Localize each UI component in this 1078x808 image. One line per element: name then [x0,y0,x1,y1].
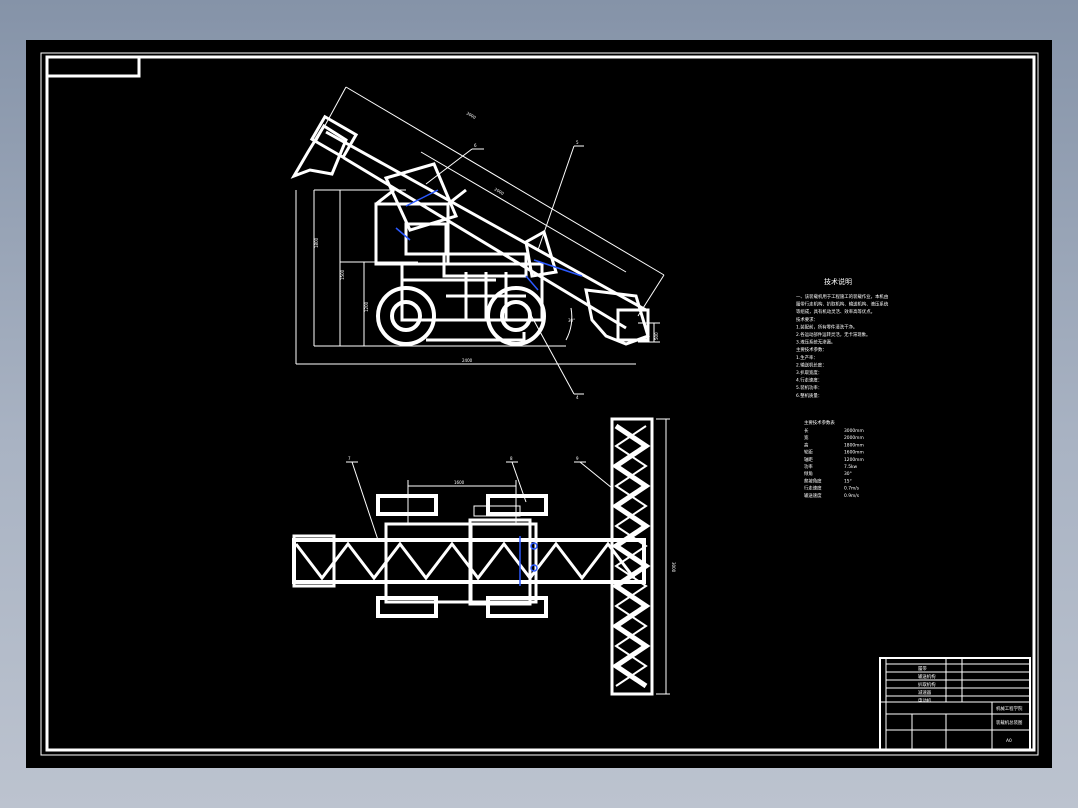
note-line: 2.各运动部件运转灵活，无卡滞现象。 [796,331,870,338]
part-name: 履带 [918,666,927,672]
param-name: 爬坡角度 [804,477,822,484]
note-line: 一、该装载机用于工程施工的装载作业，本机由 [796,293,888,300]
callout-9: 9 [576,456,579,461]
param-value: 2000mm [844,435,864,441]
param-name: 高 [804,441,809,448]
outer-frame [40,52,1039,756]
param-name: 轴距 [804,456,813,463]
dim-top-0: 1600 [454,480,465,485]
param-value: 1800mm [844,442,864,448]
dim-side-5: 2400 [462,358,473,363]
note-line: 1.生产率： [796,354,818,361]
dim-side-3: 1500 [340,269,345,280]
dimension-labels: 3000 2000 1800 1500 1200 2400 30° 500 6 … [314,111,676,573]
param-name: 输送速度 [804,492,822,499]
technical-notes: 技术说明 一、该装载机用于工程施工的装载作业，本机由履带行走机构、扒取机构、输送… [796,277,889,499]
part-name: 扒取机构 [918,681,936,688]
note-line: 5.装机功率： [796,384,822,391]
param-value: 7.5kw [844,464,858,470]
callout-5: 5 [576,140,579,145]
dim-side-0: 3000 [466,111,478,121]
callout-4: 4 [576,395,579,400]
part-name: 输送机构 [918,673,936,680]
dim-top-1: 3000 [671,562,676,573]
school-name: 机械工程学院 [996,705,1023,712]
param-name: 宽 [804,434,809,441]
note-line: 等组成，具有机动灵活、效率高等优点。 [796,308,875,315]
drawing-sheet: 3000 2000 1800 1500 1200 2400 30° 500 6 … [26,40,1052,768]
dim-side-4: 1200 [364,301,369,312]
callout-6: 6 [474,143,477,148]
side-view [290,86,665,395]
param-name: 长 [804,427,809,434]
note-line: 技术要求： [796,316,818,323]
part-name: 减速器 [918,689,932,696]
cad-drawing: 3000 2000 1800 1500 1200 2400 30° 500 6 … [40,52,1039,756]
dim-side-7: 500 [654,332,659,340]
note-line: 履带行走机构、扒取机构、输送机构、液压系统 [796,301,889,308]
param-value: 0.9m/s [844,493,860,499]
param-value: 30° [844,471,852,477]
note-line: 4.行走速度： [796,377,822,384]
dim-side-6: 30° [568,318,575,323]
callout-7: 7 [348,456,351,461]
drawing-title: 装载机总装图 [996,719,1023,726]
param-value: 15° [844,478,852,484]
dim-side-1: 2000 [494,187,506,197]
param-value: 1600mm [844,450,864,456]
notes-title: 技术说明 [824,277,852,286]
note-line: 1.装配前，所有零件清洗干净。 [796,323,857,330]
note-line: 2.输送机长度： [796,361,827,368]
callout-8: 8 [510,456,513,461]
param-name: 倾角 [804,470,813,477]
note-line: 3.扒取宽度： [796,369,822,376]
params-title: 主要技术参数表 [804,419,835,426]
corner-box [45,55,141,78]
note-line: 6.整机质量： [796,392,822,399]
note-line: 3.液压系统无渗漏。 [796,339,835,346]
param-name: 轮距 [804,449,813,456]
param-value: 3000mm [844,428,864,434]
part-name: 电动机 [918,697,932,704]
sheet-number: A0 [1006,738,1012,744]
inner-frame [45,55,1036,752]
dim-side-2: 1800 [314,237,319,248]
param-value: 1200mm [844,457,864,463]
param-value: 0.7m/s [844,486,860,492]
param-name: 行走速度 [804,485,822,492]
param-name: 功率 [804,463,813,470]
title-block [879,657,1031,751]
top-view [292,417,670,696]
note-line: 主要技术参数： [796,346,827,353]
